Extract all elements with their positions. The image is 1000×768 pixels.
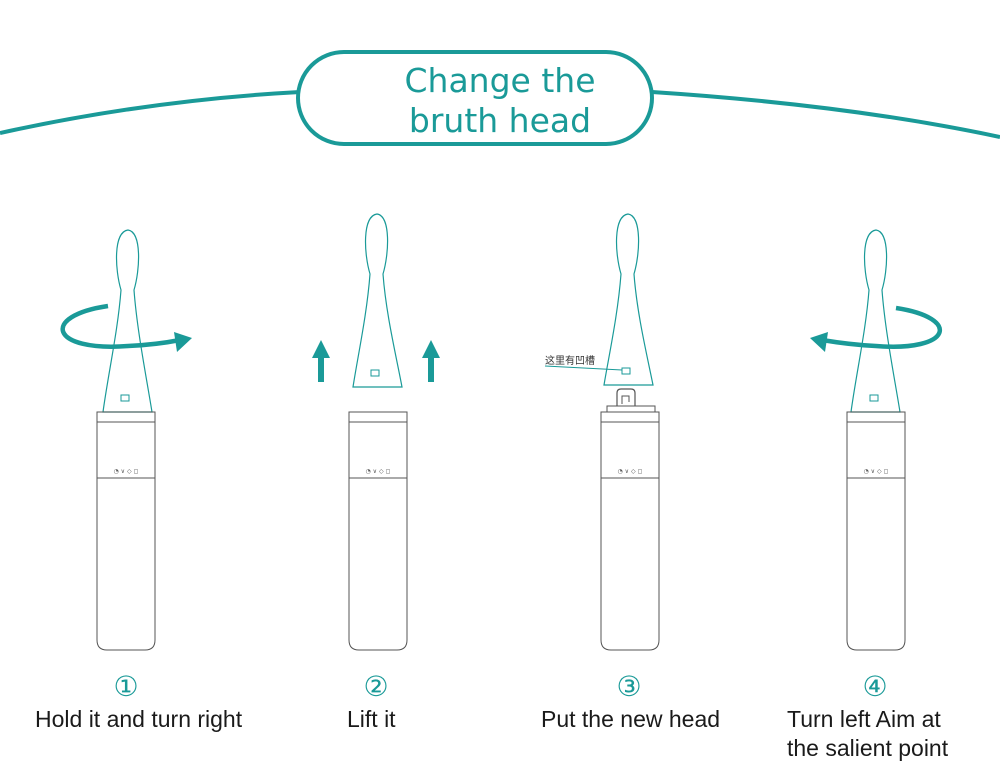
step-4-number: ④: [862, 670, 888, 703]
step-4-label-line-1: Turn left Aim at: [787, 706, 941, 732]
handle-body: [96, 422, 156, 651]
annotation-leader: [544, 365, 623, 371]
brush-head: [850, 229, 901, 413]
svg-text:◔ ∨ ◇ ◻: ◔ ∨ ◇ ◻: [864, 468, 889, 475]
rotate-left-arrow: [821, 305, 942, 349]
brush-head: [352, 213, 403, 388]
title-line-1: Change the: [404, 61, 596, 100]
title-line-2: bruth head: [408, 101, 592, 140]
drive-shaft: [616, 388, 636, 406]
svg-text:◔ ∨ ◇ ◻: ◔ ∨ ◇ ◻: [618, 468, 643, 475]
handle-top-cap: [600, 411, 660, 423]
step-3-figure: ◔ ∨ ◇ ◻: [544, 213, 660, 651]
handle-top-cap: [348, 411, 408, 423]
step-2-number: ②: [363, 670, 389, 703]
brush-head: [603, 213, 654, 386]
rotate-right-arrow: [60, 303, 181, 349]
brush-head: [102, 229, 153, 413]
step-3-number: ③: [616, 670, 642, 703]
up-arrow-left: [312, 340, 330, 382]
handle-body: [846, 422, 906, 651]
step-2-figure: ◔ ∨ ◇ ◻: [312, 213, 440, 651]
step-2-label: Lift it: [347, 706, 396, 732]
step-1-label: Hold it and turn right: [35, 706, 243, 732]
handle-top-cap: [846, 411, 906, 423]
step-4-label-line-2: the salient point: [787, 735, 949, 761]
step-4-figure: ◔ ∨ ◇ ◻: [810, 229, 942, 651]
header-arc-right: [651, 90, 1000, 139]
step-3-label: Put the new head: [541, 706, 721, 732]
title-pill: [296, 50, 654, 146]
up-arrow-right: [422, 340, 440, 382]
step-1-figure: ◔ ∨ ◇ ◻: [60, 229, 192, 651]
groove-annotation: 这里有凹槽: [545, 356, 595, 367]
handle-top-cap: [96, 411, 156, 423]
svg-text:◔ ∨ ◇ ◻: ◔ ∨ ◇ ◻: [114, 468, 139, 475]
handle-body: [600, 422, 660, 651]
step-1-number: ①: [113, 670, 139, 703]
handle-body: [348, 422, 408, 651]
header-arc-left: [0, 90, 301, 135]
svg-text:◔ ∨ ◇ ◻: ◔ ∨ ◇ ◻: [366, 468, 391, 475]
